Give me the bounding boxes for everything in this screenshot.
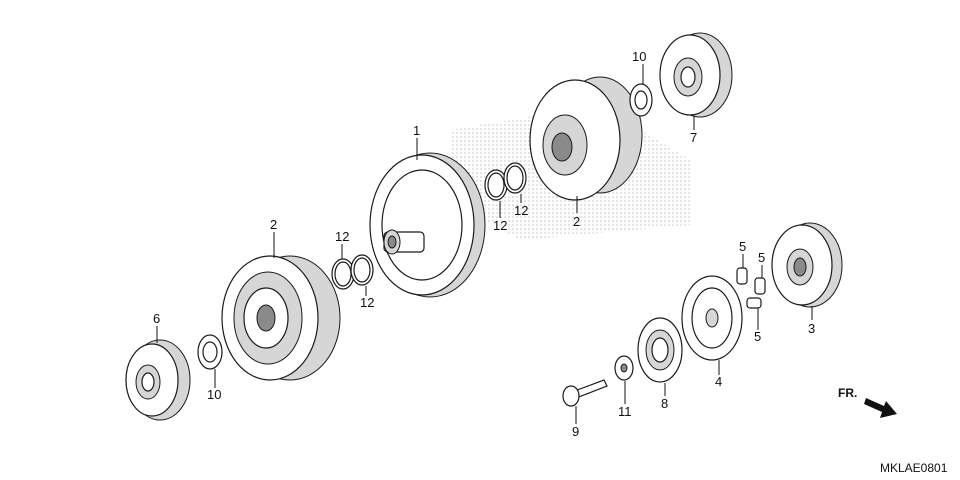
gear-plate-part-4 xyxy=(681,275,743,361)
callout-6: 6 xyxy=(153,311,160,326)
front-label: FR. xyxy=(838,386,857,400)
clutch-drum-part-2-right xyxy=(529,76,643,201)
diagram-code: MKLAE0801 xyxy=(880,461,948,475)
callout-8: 8 xyxy=(661,396,668,411)
ring-part-12-left xyxy=(331,254,374,290)
spring-part-5 xyxy=(736,267,766,309)
callout-5-a: 5 xyxy=(739,239,746,254)
gear-part-6 xyxy=(125,339,191,421)
callout-5-c: 5 xyxy=(754,329,761,344)
callout-12-c: 12 xyxy=(493,218,507,233)
callout-3: 3 xyxy=(808,321,815,336)
washer-part-11 xyxy=(614,355,634,381)
callout-5-b: 5 xyxy=(758,250,765,265)
bolt-part-9 xyxy=(562,379,608,407)
large-gear-part-1 xyxy=(369,152,486,298)
washer-part-10-left xyxy=(197,334,223,370)
callout-9: 9 xyxy=(572,424,579,439)
front-direction-mark: FR. xyxy=(838,386,897,418)
clutch-drum-part-2-left xyxy=(221,255,341,381)
callout-10-right: 10 xyxy=(632,49,646,64)
washer-part-10-right xyxy=(629,83,653,117)
front-arrow-icon xyxy=(864,398,897,418)
gear-part-3 xyxy=(771,222,843,308)
callouts: 1 2 2 3 4 5 5 5 6 7 8 9 10 10 11 12 12 1… xyxy=(153,49,815,439)
callout-12-d: 12 xyxy=(514,203,528,218)
callout-4: 4 xyxy=(715,374,722,389)
callout-11: 11 xyxy=(618,404,632,419)
leader-lines xyxy=(156,64,813,424)
callout-10-left: 10 xyxy=(207,387,221,402)
gear-part-7 xyxy=(659,32,733,118)
callout-2-right: 2 xyxy=(573,214,580,229)
callout-7: 7 xyxy=(690,130,697,145)
callout-12-b: 12 xyxy=(360,295,374,310)
starwheel-part-8 xyxy=(637,317,683,383)
callout-1: 1 xyxy=(413,123,420,138)
callout-2-left: 2 xyxy=(270,217,277,232)
callout-12-a: 12 xyxy=(335,229,349,244)
ring-part-12-right xyxy=(484,162,527,201)
